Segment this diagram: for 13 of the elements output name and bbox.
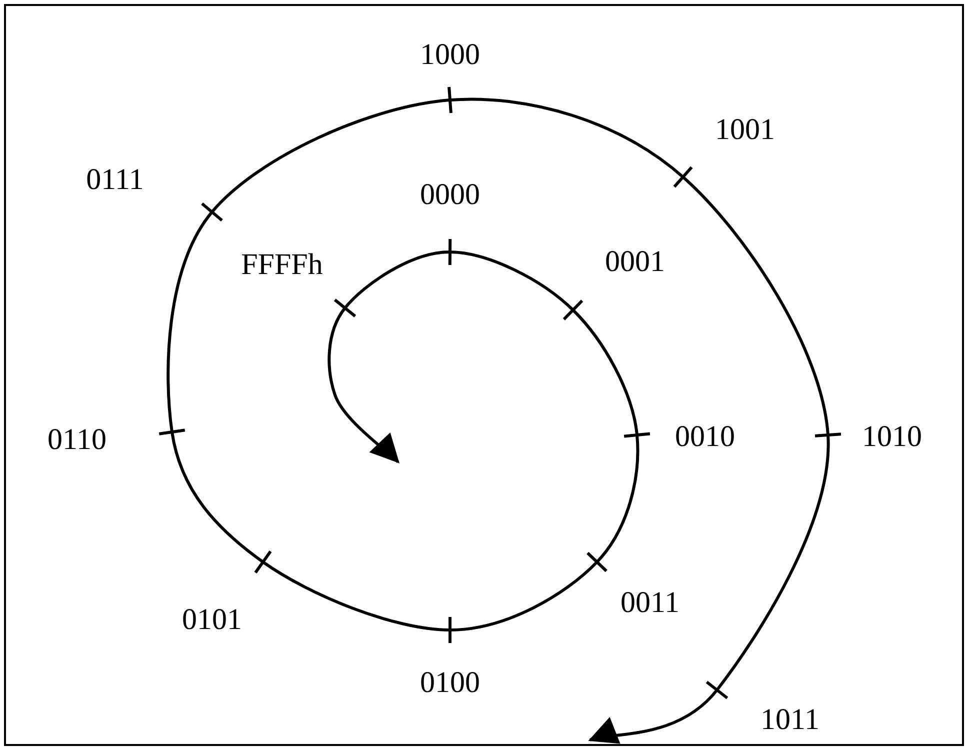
tick-label: FFFFh	[241, 249, 323, 281]
tick-label: 0110	[48, 424, 106, 456]
tick-label: 1000	[420, 39, 480, 71]
tick-label: 0000	[420, 179, 480, 211]
tick-label: 1001	[715, 114, 775, 146]
tick-label: 0001	[605, 246, 665, 278]
tick-label: 1010	[862, 421, 922, 453]
tick-label: 1011	[760, 704, 820, 736]
tick-label: 0010	[675, 421, 735, 453]
tick-label: 0100	[420, 667, 480, 699]
tick-label: 0011	[620, 587, 680, 619]
tick-label: 0101	[182, 604, 242, 636]
tick-label: 0111	[86, 164, 144, 196]
